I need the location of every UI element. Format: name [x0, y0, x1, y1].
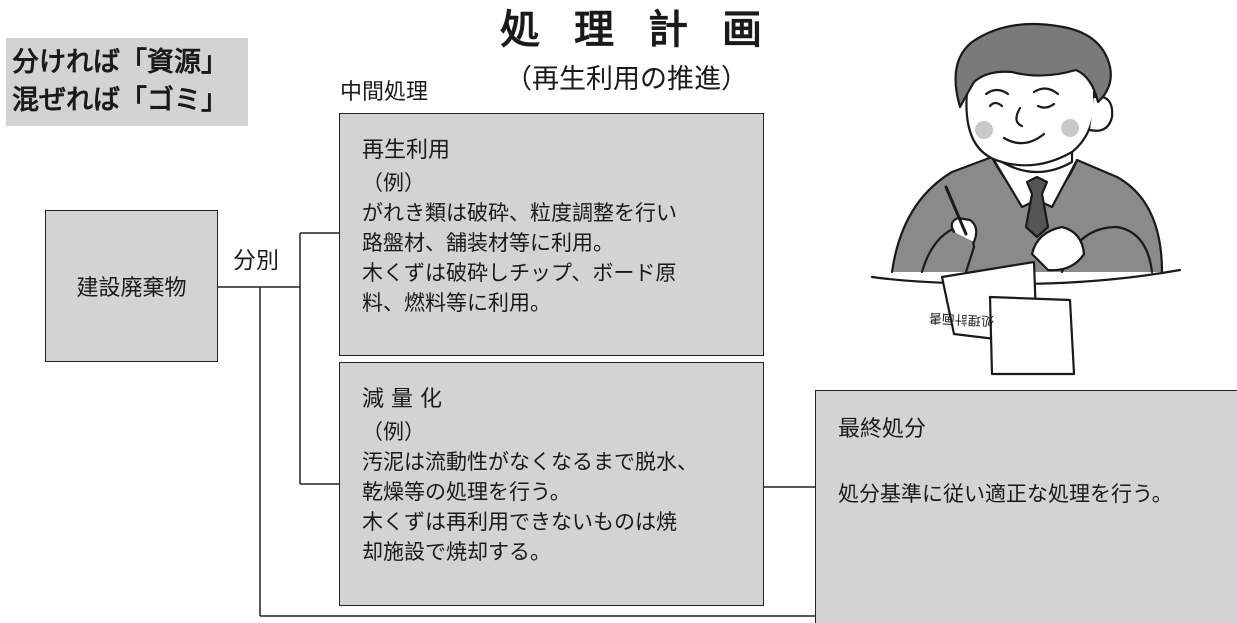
final-disposal-box: 最終処分 処分基準に従い適正な処理を行う。	[815, 390, 1237, 623]
man-writing-plan-illustration: 処理計画書	[870, 22, 1182, 376]
recycle-example-label: （例）	[362, 171, 425, 195]
sorting-label: 分別	[233, 248, 279, 274]
paper-text: 処理計画書	[928, 310, 994, 329]
recycle-line: 料、燃料等に利用。	[362, 291, 551, 315]
volume-reduction-box: 減 量 化 （例） 汚泥は流動性がなくなるまで脱水、 乾燥等の処理を行う。 木く…	[339, 362, 764, 606]
intermediate-processing-label: 中間処理	[340, 80, 429, 105]
reduce-title: 減 量 化	[362, 387, 442, 412]
reduce-line: 乾燥等の処理を行う。	[362, 480, 571, 504]
page-title: 処理計画	[500, 7, 796, 53]
slogan-line-2: 混ぜれば「ゴミ」	[12, 85, 228, 116]
construction-waste-label: 建設廃棄物	[76, 276, 187, 301]
final-text: 処分基準に従い適正な処理を行う。	[838, 482, 1173, 506]
reduce-example-label: （例）	[362, 420, 425, 444]
recycle-line: がれき類は破砕、粒度調整を行い	[362, 201, 677, 225]
construction-waste-box: 建設廃棄物	[45, 210, 218, 362]
reduce-line: 却施設で焼却する。	[362, 540, 551, 564]
recycle-line: 木くずは破砕しチップ、ボード原	[362, 261, 677, 285]
slogan-line-1: 分ければ「資源」	[12, 47, 228, 78]
recycle-line: 路盤材、舗装材等に利用。	[362, 231, 614, 255]
final-title: 最終処分	[838, 417, 927, 442]
page-subtitle: （再生利用の推進）	[505, 64, 748, 95]
recycle-box: 再生利用 （例） がれき類は破砕、粒度調整を行い 路盤材、舗装材等に利用。 木く…	[339, 113, 764, 356]
recycle-title: 再生利用	[362, 138, 451, 163]
reduce-line: 木くずは再利用できないものは焼	[362, 510, 677, 534]
slogan-banner: 分ければ「資源」 混ぜれば「ゴミ」	[6, 38, 248, 126]
reduce-line: 汚泥は流動性がなくなるまで脱水、	[362, 450, 698, 474]
